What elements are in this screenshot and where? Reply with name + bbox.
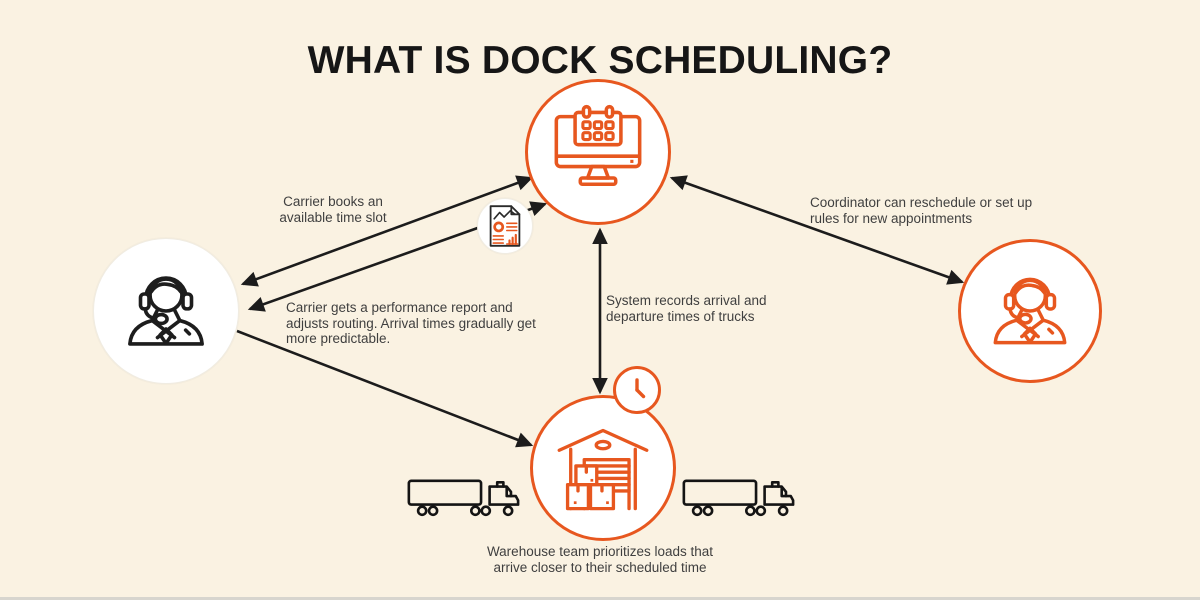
- computer-calendar-icon: [554, 104, 642, 187]
- warehouse-icon: [557, 428, 649, 511]
- page-title: WHAT IS DOCK SCHEDULING?: [307, 39, 893, 83]
- semi-truck-icon-left: [407, 479, 520, 517]
- semi-truck-icon-right: [682, 479, 795, 517]
- carrier-node: [93, 238, 239, 384]
- coordinator-headset-icon: [993, 277, 1067, 345]
- warehouse-node: [530, 395, 676, 541]
- performance-report-icon: [477, 198, 533, 254]
- bottom-edge-divider: [0, 597, 1200, 600]
- label-system-records: System records arrival and departure tim…: [606, 293, 767, 324]
- arrow-carrier-warehouse: [236, 329, 534, 448]
- carrier-headset-icon: [128, 276, 204, 346]
- label-carrier-books: Carrier books an available time slot: [279, 194, 387, 225]
- label-warehouse-priority: Warehouse team prioritizes loads that ar…: [486, 544, 714, 575]
- label-coordinator-reschedule: Coordinator can reschedule or set up rul…: [810, 195, 1033, 226]
- clock-icon: [613, 366, 661, 414]
- label-carrier-report: Carrier gets a performance report and ad…: [286, 300, 536, 347]
- coordinator-node: [958, 239, 1102, 383]
- arrow-system-coordinator: [669, 175, 965, 285]
- system-node: [525, 79, 671, 225]
